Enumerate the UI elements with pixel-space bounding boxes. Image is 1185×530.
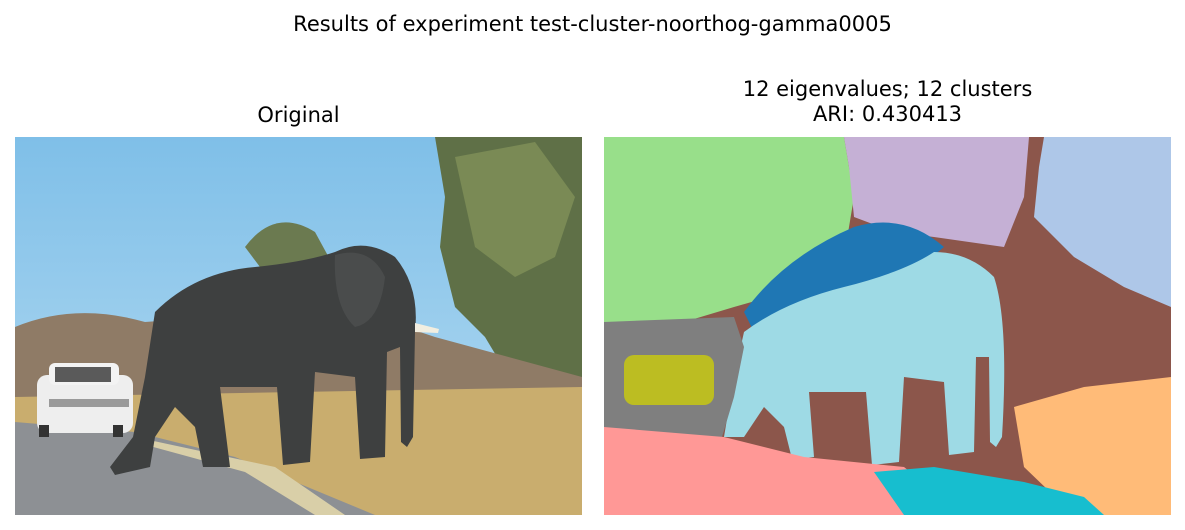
- ari-label: ARI: 0.430413: [812, 102, 963, 126]
- elephant: [110, 245, 416, 475]
- cluster-lightblue: [1034, 137, 1171, 307]
- figure-title: Results of experiment test-cluster-noort…: [293, 12, 892, 36]
- cluster-purple: [844, 137, 1029, 247]
- tree-foliage: [455, 142, 575, 277]
- elephant-ear: [334, 252, 385, 327]
- car-wheel-right: [113, 425, 123, 437]
- cluster-map-svg: [604, 137, 1171, 515]
- original-photo-svg: [15, 137, 582, 515]
- car-wheel-left: [39, 425, 49, 437]
- cluster-pink: [604, 427, 964, 515]
- cluster-cyan: [874, 467, 1104, 515]
- car-windshield: [55, 367, 111, 382]
- road-edge: [135, 437, 345, 515]
- elephant-tusk: [415, 323, 439, 333]
- car-grille: [49, 399, 129, 407]
- cluster-image: [604, 137, 1171, 515]
- original-image: [15, 137, 582, 515]
- original-panel-title: Original: [257, 103, 340, 127]
- cluster-count-label: 12 eigenvalues; 12 clusters: [742, 77, 1033, 101]
- cluster-olive: [624, 355, 714, 405]
- cluster-panel-title: 12 eigenvalues; 12 clusters ARI: 0.43041…: [604, 77, 1171, 127]
- cluster-lightcyan: [724, 252, 1005, 465]
- cluster-orange: [1014, 377, 1171, 515]
